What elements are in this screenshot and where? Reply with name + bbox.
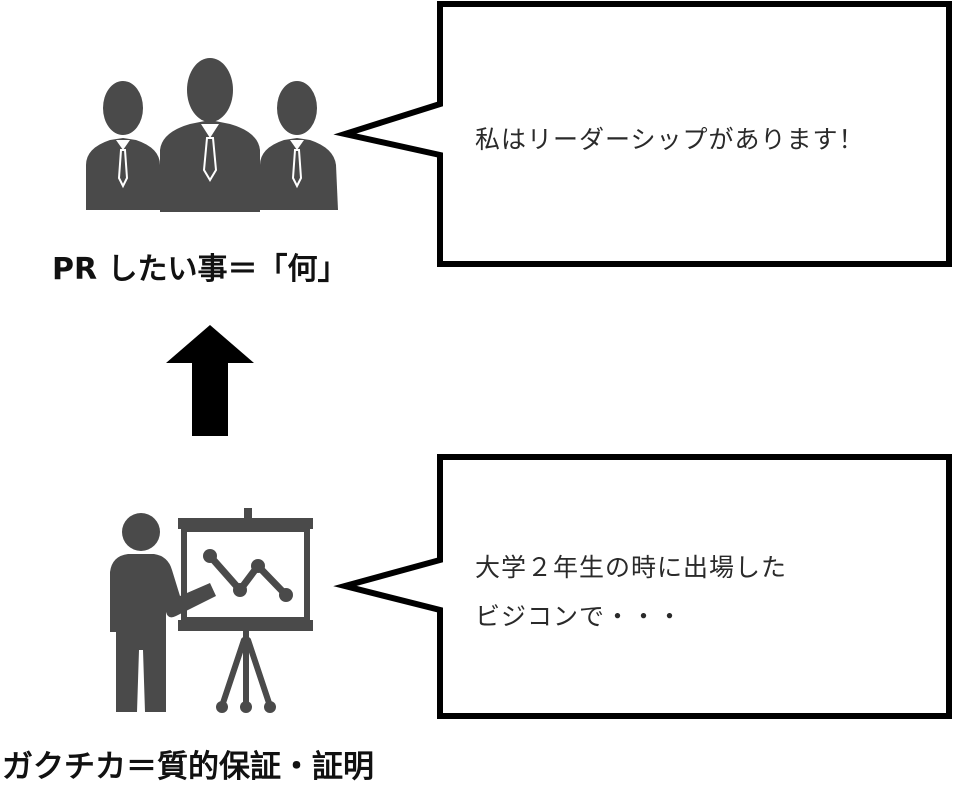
speech-bubble-top-text: 私はリーダーシップがあります！ [475, 125, 865, 154]
speech-bubble-bottom-line-2: ビジコンで・・・ [475, 602, 684, 631]
speech-bubble-bottom-line-1: 大学２年生の時に出場した [475, 553, 788, 582]
team-collars [116, 124, 304, 150]
speech-bubble-bottom [333, 454, 952, 719]
up-arrow-icon [166, 325, 254, 436]
team-ties [117, 137, 303, 189]
speech-bubble-top [333, 1, 952, 267]
business-team-icon [86, 58, 338, 212]
presenter-board-icon [110, 508, 313, 713]
gakuchika-caption: ガクチカ＝質的保証・証明 [2, 749, 374, 785]
pr-caption: PR したい事＝「何」 [52, 252, 348, 287]
